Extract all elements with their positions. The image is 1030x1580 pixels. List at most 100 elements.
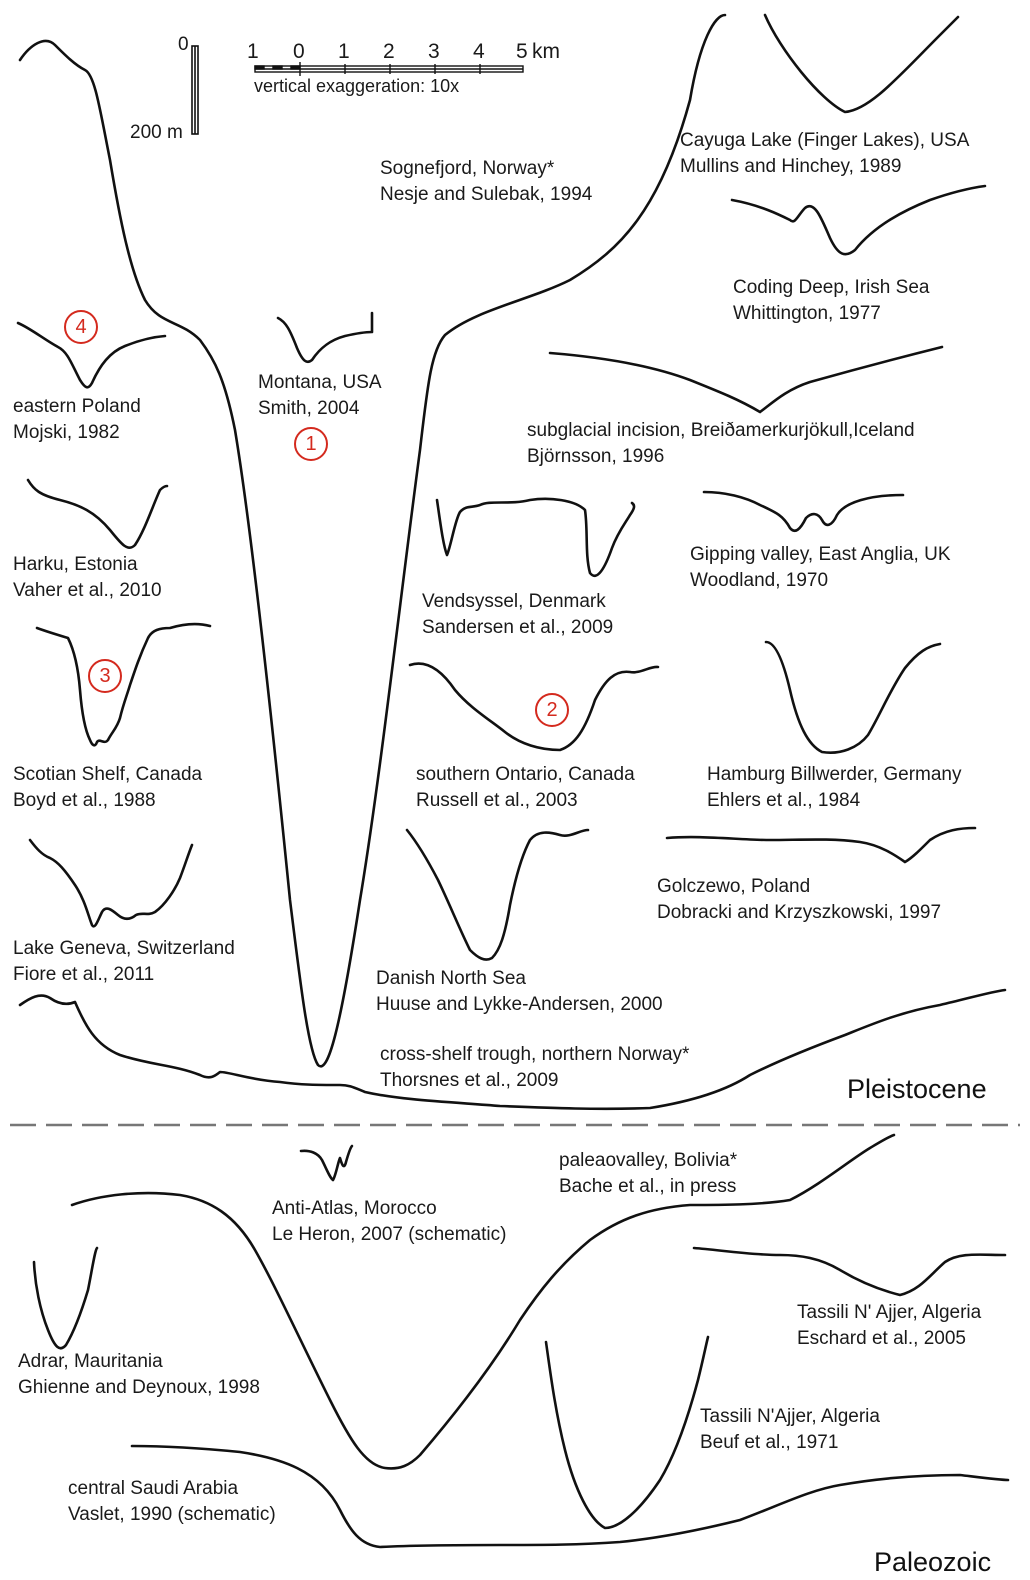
- label-anti-atlas-ref: Le Heron, 2007 (schematic): [272, 1222, 506, 1248]
- marker-4: 4: [64, 310, 98, 344]
- label-bolivia-ref: Bache et al., in press: [559, 1174, 737, 1200]
- label-ontario-name: southern Ontario, Canada: [416, 762, 635, 788]
- label-subglacial-name: subglacial incision, Breiðamerkurjökull,…: [527, 418, 915, 444]
- profile-lake-geneva: [30, 840, 192, 926]
- label-coding-deep-ref: Whittington, 1977: [733, 301, 929, 327]
- label-gipping-name: Gipping valley, East Anglia, UK: [690, 542, 951, 568]
- scale-tick-2: 2: [383, 40, 395, 64]
- label-bolivia: paleaovalley, Bolivia* Bache et al., in …: [559, 1148, 737, 1200]
- label-saudi: central Saudi Arabia Vaslet, 1990 (schem…: [68, 1476, 276, 1528]
- marker-2: 2: [535, 693, 569, 727]
- label-danish-north-sea-name: Danish North Sea: [376, 966, 663, 992]
- label-cross-shelf-name: cross-shelf trough, northern Norway*: [380, 1042, 689, 1068]
- profile-hamburg: [766, 642, 940, 753]
- label-saudi-name: central Saudi Arabia: [68, 1476, 276, 1502]
- label-gipping-ref: Woodland, 1970: [690, 568, 951, 594]
- scale-tick-3: 3: [428, 40, 440, 64]
- label-cayuga: Cayuga Lake (Finger Lakes), USA Mullins …: [680, 128, 969, 180]
- label-cayuga-ref: Mullins and Hinchey, 1989: [680, 154, 969, 180]
- profile-cayuga: [765, 15, 958, 112]
- label-bolivia-name: paleaovalley, Bolivia*: [559, 1148, 737, 1174]
- label-tassili-beuf: Tassili N'Ajjer, Algeria Beuf et al., 19…: [700, 1404, 880, 1456]
- label-sognefjord: Sognefjord, Norway* Nesje and Sulebak, 1…: [380, 156, 592, 208]
- label-adrar-ref: Ghienne and Deynoux, 1998: [18, 1375, 260, 1401]
- label-lake-geneva-ref: Fiore et al., 2011: [13, 962, 235, 988]
- profile-vendsyssel: [437, 499, 634, 576]
- marker-1: 1: [294, 427, 328, 461]
- label-sognefjord-ref: Nesje and Sulebak, 1994: [380, 182, 592, 208]
- label-tassili-eschard-ref: Eschard et al., 2005: [797, 1326, 981, 1352]
- label-montana-ref: Smith, 2004: [258, 396, 382, 422]
- era-label-paleozoic: Paleozoic: [874, 1547, 991, 1578]
- label-anti-atlas: Anti-Atlas, Morocco Le Heron, 2007 (sche…: [272, 1196, 506, 1248]
- label-scotian: Scotian Shelf, Canada Boyd et al., 1988: [13, 762, 202, 814]
- profile-montana: [278, 313, 372, 362]
- label-subglacial: subglacial incision, Breiðamerkurjökull,…: [527, 418, 915, 470]
- profile-danish-north-sea: [407, 830, 588, 960]
- era-label-pleistocene: Pleistocene: [847, 1074, 987, 1105]
- label-gipping: Gipping valley, East Anglia, UK Woodland…: [690, 542, 951, 594]
- label-ontario-ref: Russell et al., 2003: [416, 788, 635, 814]
- scale-tick-5: 5: [516, 40, 528, 64]
- label-eastern-poland-name: eastern Poland: [13, 394, 141, 420]
- label-harku-ref: Vaher et al., 2010: [13, 578, 162, 604]
- vertical-exaggeration-note: vertical exaggeration: 10x: [254, 76, 459, 97]
- label-cayuga-name: Cayuga Lake (Finger Lakes), USA: [680, 128, 969, 154]
- label-golczewo: Golczewo, Poland Dobracki and Krzyszkows…: [657, 874, 941, 926]
- vertical-scale-bar: [192, 46, 198, 134]
- label-montana: Montana, USA Smith, 2004: [258, 370, 382, 422]
- label-lake-geneva: Lake Geneva, Switzerland Fiore et al., 2…: [13, 936, 235, 988]
- label-sognefjord-name: Sognefjord, Norway*: [380, 156, 592, 182]
- label-danish-north-sea-ref: Huuse and Lykke-Andersen, 2000: [376, 992, 663, 1018]
- profile-ontario: [410, 664, 658, 750]
- label-scotian-name: Scotian Shelf, Canada: [13, 762, 202, 788]
- horizontal-scale-bar: [255, 62, 523, 76]
- label-danish-north-sea: Danish North Sea Huuse and Lykke-Anderse…: [376, 966, 663, 1018]
- label-vendsyssel-name: Vendsyssel, Denmark: [422, 589, 613, 615]
- scale-tick-0: 0: [293, 40, 305, 64]
- profile-sognefjord: [20, 15, 725, 1066]
- profile-scotian: [37, 624, 210, 745]
- label-cross-shelf-ref: Thorsnes et al., 2009: [380, 1068, 689, 1094]
- label-eastern-poland-ref: Mojski, 1982: [13, 420, 141, 446]
- profile-coding-deep: [732, 186, 985, 254]
- label-tassili-beuf-ref: Beuf et al., 1971: [700, 1430, 880, 1456]
- profile-subglacial: [550, 347, 942, 412]
- label-anti-atlas-name: Anti-Atlas, Morocco: [272, 1196, 506, 1222]
- label-adrar-name: Adrar, Mauritania: [18, 1349, 260, 1375]
- label-eastern-poland: eastern Poland Mojski, 1982: [13, 394, 141, 446]
- label-ontario: southern Ontario, Canada Russell et al.,…: [416, 762, 635, 814]
- profile-adrar: [34, 1248, 97, 1348]
- label-hamburg-name: Hamburg Billwerder, Germany: [707, 762, 961, 788]
- label-harku: Harku, Estonia Vaher et al., 2010: [13, 552, 162, 604]
- scale-tick-1: 1: [338, 40, 350, 64]
- label-montana-name: Montana, USA: [258, 370, 382, 396]
- label-golczewo-ref: Dobracki and Krzyszkowski, 1997: [657, 900, 941, 926]
- profile-tassili-beuf: [546, 1337, 708, 1528]
- label-hamburg: Hamburg Billwerder, Germany Ehlers et al…: [707, 762, 961, 814]
- vertical-scale-top-label: 0: [178, 34, 189, 56]
- label-tassili-eschard: Tassili N' Ajjer, Algeria Eschard et al.…: [797, 1300, 981, 1352]
- marker-3: 3: [88, 659, 122, 693]
- label-subglacial-ref: Björnsson, 1996: [527, 444, 915, 470]
- scale-tick-1-left: 1: [247, 40, 259, 64]
- label-scotian-ref: Boyd et al., 1988: [13, 788, 202, 814]
- profile-gipping: [704, 492, 903, 531]
- label-cross-shelf: cross-shelf trough, northern Norway* Tho…: [380, 1042, 689, 1094]
- label-saudi-ref: Vaslet, 1990 (schematic): [68, 1502, 276, 1528]
- label-vendsyssel: Vendsyssel, Denmark Sandersen et al., 20…: [422, 589, 613, 641]
- profile-golczewo: [667, 828, 975, 862]
- label-golczewo-name: Golczewo, Poland: [657, 874, 941, 900]
- label-coding-deep: Coding Deep, Irish Sea Whittington, 1977: [733, 275, 929, 327]
- profile-harku: [28, 480, 167, 548]
- vertical-scale-bottom-label: 200 m: [130, 122, 183, 144]
- profile-tassili-eschard: [694, 1248, 1005, 1295]
- label-lake-geneva-name: Lake Geneva, Switzerland: [13, 936, 235, 962]
- label-tassili-eschard-name: Tassili N' Ajjer, Algeria: [797, 1300, 981, 1326]
- scale-unit-km: km: [532, 40, 560, 64]
- label-tassili-beuf-name: Tassili N'Ajjer, Algeria: [700, 1404, 880, 1430]
- label-vendsyssel-ref: Sandersen et al., 2009: [422, 615, 613, 641]
- label-adrar: Adrar, Mauritania Ghienne and Deynoux, 1…: [18, 1349, 260, 1401]
- label-hamburg-ref: Ehlers et al., 1984: [707, 788, 961, 814]
